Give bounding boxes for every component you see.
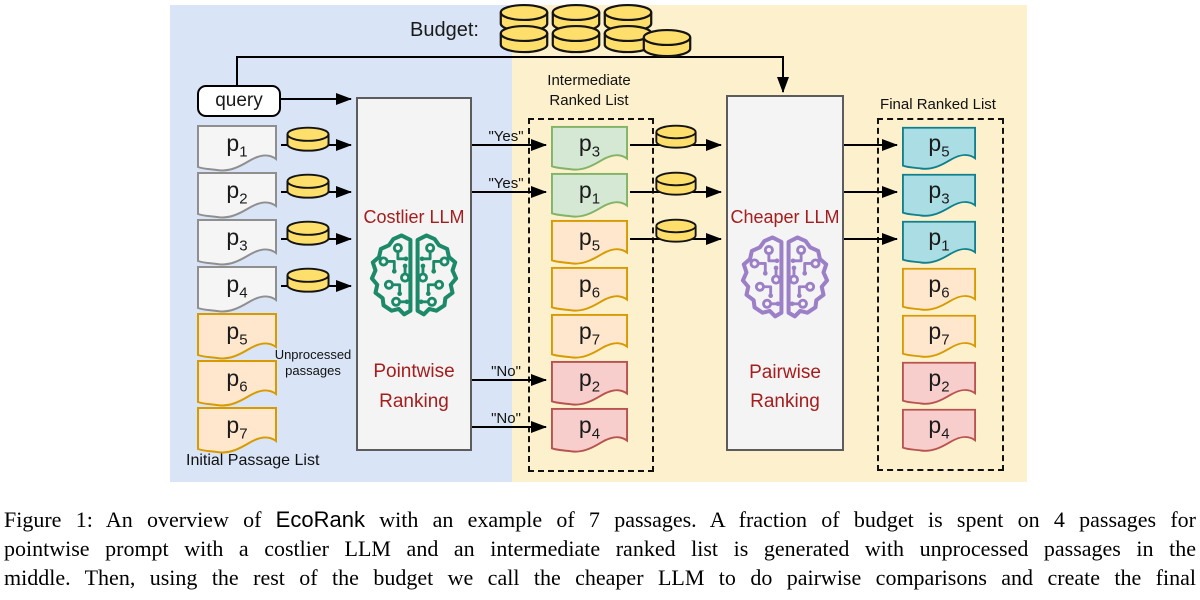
brain-circuit-icon <box>369 231 459 317</box>
coin-icon <box>551 24 601 54</box>
budget-coin-stack <box>499 3 692 58</box>
coin-icon <box>286 267 330 294</box>
cheaper-llm-box: Cheaper LLM Pairwise Ranking <box>726 95 844 451</box>
pairwise-output-arrows <box>842 139 898 245</box>
coin-icon <box>286 173 330 200</box>
passage-p1-final: p1 <box>902 219 976 267</box>
coin-icon <box>286 220 330 247</box>
passage-p1-initial: p1 <box>197 125 277 173</box>
passage-p7-final: p7 <box>902 313 976 361</box>
query-label: query <box>215 90 263 111</box>
budget-label: Budget: <box>410 19 479 41</box>
connector-layer <box>236 3 898 433</box>
intermediate-list-title: Intermediate Ranked List <box>547 72 631 109</box>
caption-line-2: pointwise prompt with a costlier LLM and… <box>4 536 1196 561</box>
passage-p5-initial: p5 <box>197 313 277 361</box>
caption-line-3: middle. Then, using the rest of the budg… <box>4 565 1196 590</box>
brain-circuit-icon <box>740 233 830 319</box>
passage-p3-initial: p3 <box>197 219 277 267</box>
query-box: query <box>197 85 281 117</box>
pairwise-cost-coins <box>655 124 697 244</box>
passage-p3-intermediate: p3 <box>551 125 628 173</box>
cheaper-llm-title: Cheaper LLM <box>730 207 840 227</box>
passage-p5-final: p5 <box>902 125 976 173</box>
costlier-llm-box: Costlier LLM Pointwise Ranking <box>356 97 472 451</box>
figure-caption: Figure 1: An overview of EcoRank with an… <box>4 505 1196 592</box>
pointwise-ranking-label-line2: Ranking <box>379 391 449 412</box>
unprocessed-passages-note: Unprocessed passages <box>274 347 352 378</box>
passage-p6-initial: p6 <box>197 360 277 408</box>
ecorank-brand: EcoRank <box>275 507 365 532</box>
coin-icon <box>655 218 697 244</box>
final-list-frame <box>877 118 1004 471</box>
coin-icon <box>286 126 330 153</box>
intermediate-list-frame <box>528 118 654 472</box>
coin-icon <box>499 24 549 54</box>
coin-icon <box>655 124 697 150</box>
initial-passage-list-caption: Initial Passage List <box>186 452 320 469</box>
passage-p2-final: p2 <box>902 360 976 408</box>
budget-feed-arrow <box>236 56 789 93</box>
passage-p7-intermediate: p7 <box>551 313 628 361</box>
pointwise-cost-coins <box>286 126 330 294</box>
passage-p5-intermediate: p5 <box>551 219 628 267</box>
pointwise-output-arrows <box>470 139 547 433</box>
passage-p3-final: p3 <box>902 172 976 220</box>
passage-p4-initial: p4 <box>197 266 277 314</box>
passage-p4-intermediate: p4 <box>551 407 628 455</box>
final-list-title: Final Ranked List <box>880 96 996 113</box>
decision-label-no-1: "No" <box>491 363 521 380</box>
coin-icon <box>655 171 697 197</box>
passage-p2-intermediate: p2 <box>551 360 628 408</box>
passage-p6-final: p6 <box>902 266 976 314</box>
coin-icon <box>642 28 692 58</box>
passage-p6-intermediate: p6 <box>551 266 628 314</box>
pointwise-ranking-label-line1: Pointwise <box>373 361 455 382</box>
passage-p2-initial: p2 <box>197 172 277 220</box>
pairwise-ranking-label-line1: Pairwise <box>749 362 821 383</box>
passage-p4-final: p4 <box>902 407 976 455</box>
passage-p1-intermediate: p1 <box>551 172 628 220</box>
decision-label-yes-2: "Yes" <box>488 175 524 192</box>
decision-label-yes-1: "Yes" <box>488 128 524 145</box>
decision-label-no-2: "No" <box>491 410 521 427</box>
passage-p7-initial: p7 <box>197 407 277 455</box>
costlier-llm-title: Costlier LLM <box>363 207 465 227</box>
caption-line-1: Figure 1: An overview of EcoRank with an… <box>4 507 1197 532</box>
pairwise-ranking-label-line2: Ranking <box>750 391 820 412</box>
